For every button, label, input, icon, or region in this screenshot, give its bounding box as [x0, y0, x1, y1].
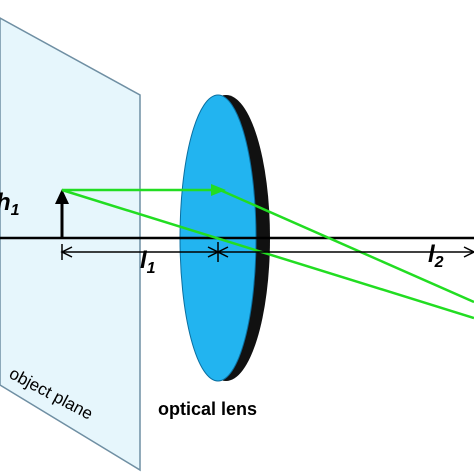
label-h1: h1 — [0, 189, 20, 219]
ray-refracted — [219, 188, 474, 304]
label-l1: l1 — [140, 247, 156, 277]
object-plane — [0, 17, 141, 472]
ray-chief — [61, 188, 474, 320]
dim-l2-arrow-right — [463, 246, 474, 258]
object-arrowhead — [55, 189, 69, 204]
ray-arrowhead — [211, 184, 226, 196]
label-optical-lens: optical lens — [158, 399, 257, 419]
label-l2: l2 — [428, 241, 444, 271]
dim-l1-arrow-left — [60, 246, 73, 258]
